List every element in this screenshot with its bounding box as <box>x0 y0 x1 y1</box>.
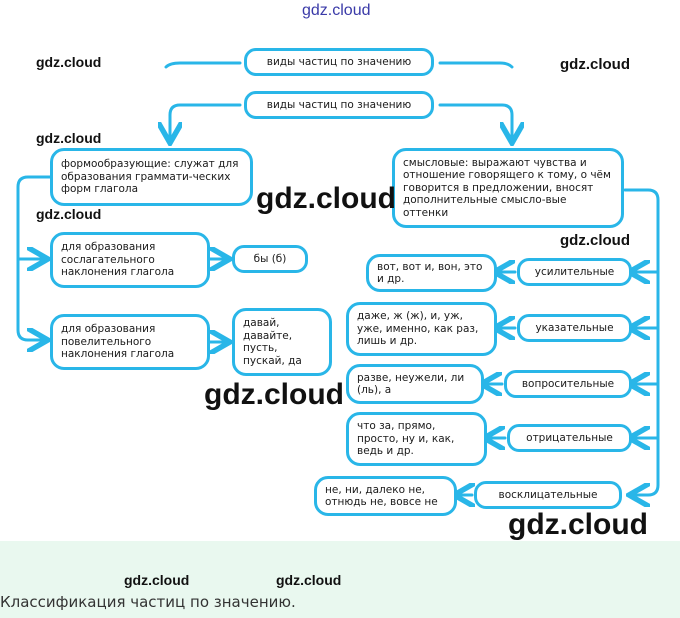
type-demonstrative-example: даже, ж (ж), и, уж, уже, именно, как раз… <box>357 310 479 348</box>
type-intensifying-example-box: вот, вот и, вон, это и др. <box>366 254 497 292</box>
title-main-box: виды частиц по значению <box>244 91 434 119</box>
formative-header-box: формообразующие: служат для образования … <box>50 148 253 206</box>
subjunctive-example: бы (б) <box>253 252 287 265</box>
type-exclamatory-example: не, ни, далеко не, отнюдь не, вовсе не <box>325 483 438 509</box>
formative-header: формообразующие: служат для образования … <box>61 158 239 196</box>
watermark-right1: gdz.cloud <box>560 56 630 73</box>
caption-footer <box>0 541 680 618</box>
watermark-big3: gdz.cloud <box>508 508 648 541</box>
type-demonstrative-box: указательные <box>517 314 632 342</box>
subjunctive-box: для образования сослагательного наклонен… <box>50 232 210 288</box>
right-bracket <box>623 188 660 495</box>
type-exclamatory-label: восклицательные <box>498 488 598 501</box>
watermark-top: gdz.cloud <box>302 2 371 19</box>
type-demonstrative-label: указательные <box>535 321 614 334</box>
figure-caption: Классификация частиц по значению. <box>0 593 296 611</box>
type-negative-label: отрицательные <box>526 431 613 444</box>
title-main: виды частиц по значению <box>266 98 412 111</box>
type-exclamatory-box: восклицательные <box>474 481 622 509</box>
type-interrogative-example-box: разве, неужели, ли (ль), а <box>346 364 484 404</box>
subjunctive-example-box: бы (б) <box>232 245 308 273</box>
branch-left <box>170 103 242 140</box>
title-top-box: виды частиц по значению <box>244 48 434 76</box>
top-line-right <box>438 61 514 69</box>
type-negative-box: отрицательные <box>507 424 632 452</box>
watermark-big2: gdz.cloud <box>204 378 344 411</box>
imperative-box: для образования повелительного наклонени… <box>50 314 210 370</box>
watermark-left1: gdz.cloud <box>36 54 102 70</box>
imperative-example: давай, давайте, пусть, пускай, да <box>243 317 302 367</box>
type-negative-example: что за, прямо, просто, ну и, как, ведь и… <box>357 420 455 458</box>
type-interrogative-label: вопросительные <box>521 377 615 390</box>
type-interrogative-box: вопросительные <box>504 370 632 398</box>
type-exclamatory-example-box: не, ни, далеко не, отнюдь не, вовсе не <box>314 476 457 516</box>
semantic-header-box: смысловые: выражают чувства и отношение … <box>392 148 624 228</box>
watermark-right2: gdz.cloud <box>560 232 630 249</box>
watermark-bottom1: gdz.cloud <box>124 572 190 588</box>
watermark-left2: gdz.cloud <box>36 130 102 146</box>
type-negative-example-box: что за, прямо, просто, ну и, как, ведь и… <box>346 412 487 466</box>
branch-right <box>438 103 512 140</box>
type-intensifying-label: усилительные <box>534 265 615 278</box>
watermark-bottom2: gdz.cloud <box>276 572 342 588</box>
imperative-text: для образования повелительного наклонени… <box>61 323 175 361</box>
subjunctive-text: для образования сослагательного наклонен… <box>61 241 175 279</box>
type-intensifying-example: вот, вот и, вон, это и др. <box>377 260 483 286</box>
type-interrogative-example: разве, неужели, ли (ль), а <box>357 371 465 397</box>
watermark-big1: gdz.cloud <box>256 182 396 215</box>
title-top: виды частиц по значению <box>266 55 412 68</box>
watermark-left3: gdz.cloud <box>36 206 102 222</box>
imperative-example-box: давай, давайте, пусть, пускай, да <box>232 308 332 376</box>
semantic-header: смысловые: выражают чувства и отношение … <box>403 156 611 219</box>
top-line-left <box>164 61 242 69</box>
type-demonstrative-example-box: даже, ж (ж), и, уж, уже, именно, как раз… <box>346 302 497 356</box>
type-intensifying-box: усилительные <box>517 258 632 286</box>
